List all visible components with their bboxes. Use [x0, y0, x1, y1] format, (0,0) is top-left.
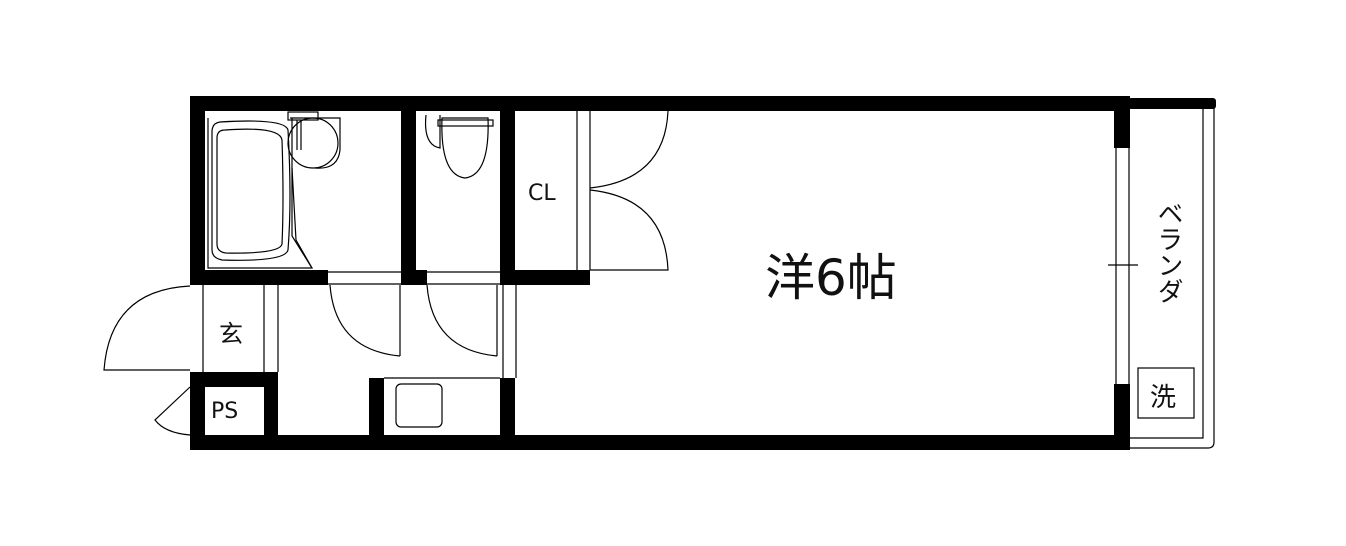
walls — [190, 96, 1216, 450]
entrance-label: 玄 — [219, 320, 243, 348]
main-room-label: 洋6帖 — [765, 249, 897, 307]
thin-lines — [103, 107, 1215, 449]
pipe-space-label: PS — [211, 399, 239, 424]
balcony-label: ベランダ — [1153, 200, 1183, 304]
washer-label: 洗 — [1150, 383, 1177, 413]
closet-label: CL — [528, 181, 556, 206]
